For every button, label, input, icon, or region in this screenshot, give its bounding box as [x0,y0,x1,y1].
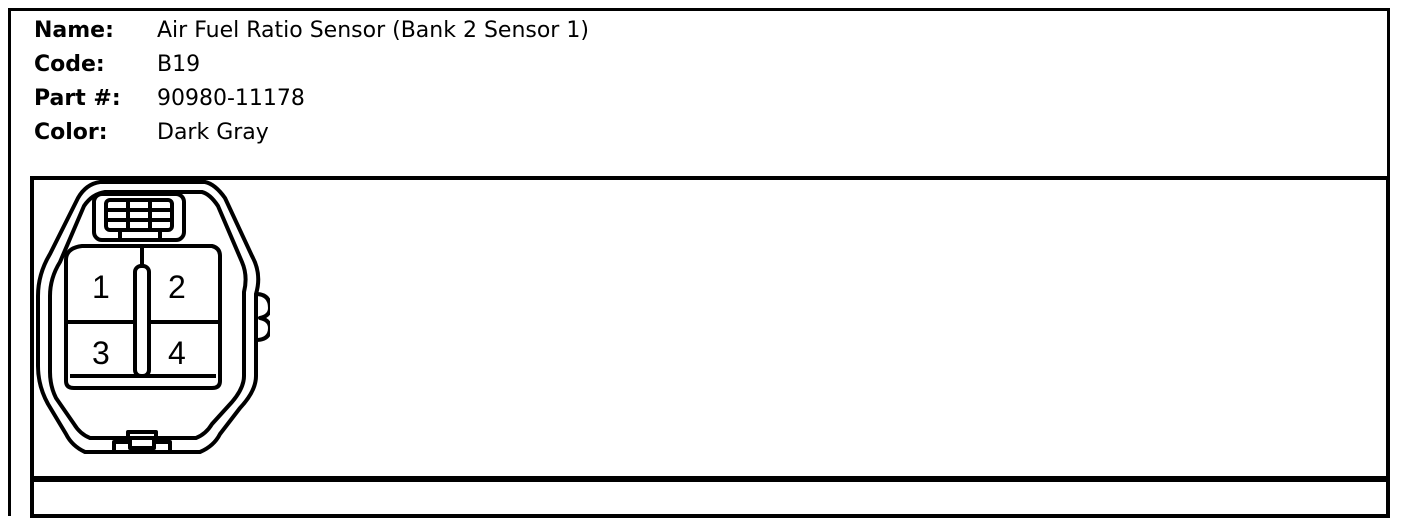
pin-cavity [64,244,222,390]
connector-outer-shell [36,180,261,454]
connector-diagram: 1 2 3 4 [36,180,270,454]
top-latch-inner [104,198,174,232]
code-label: Code: [34,52,105,77]
color-value: Dark Gray [157,120,269,145]
connector-inner-shell [48,190,248,440]
part-row: Part #: 90980-11178 [34,82,589,116]
top-latch [92,192,186,242]
connector-info: Name: Air Fuel Ratio Sensor (Bank 2 Sens… [34,14,589,150]
code-row: Code: B19 [34,48,589,82]
side-latch [255,292,270,342]
part-label: Part #: [34,86,121,111]
pin-1-label: 1 [92,269,110,305]
code-value: B19 [157,52,201,77]
center-rib [133,264,151,378]
name-row: Name: Air Fuel Ratio Sensor (Bank 2 Sens… [34,14,589,48]
footer-box [30,478,1390,518]
name-label: Name: [34,18,114,43]
color-label: Color: [34,120,108,145]
pin-4-label: 4 [168,335,186,371]
part-value: 90980-11178 [157,86,305,111]
pin-3-label: 3 [92,335,110,371]
name-value: Air Fuel Ratio Sensor (Bank 2 Sensor 1) [157,18,589,43]
color-row: Color: Dark Gray [34,116,589,150]
pin-2-label: 2 [168,269,186,305]
bottom-lock [112,430,172,452]
